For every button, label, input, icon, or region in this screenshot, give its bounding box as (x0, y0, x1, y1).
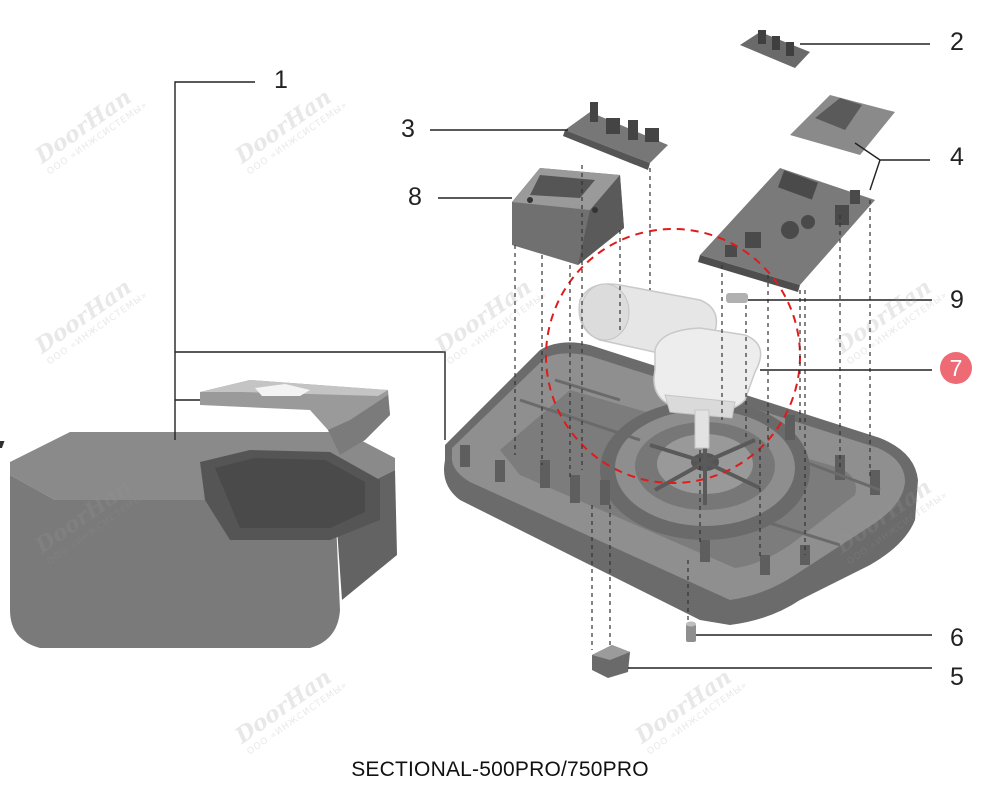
part-6-pin (686, 621, 696, 642)
callout-7-highlighted: 7 (940, 352, 972, 384)
part-8-transformer (512, 168, 624, 265)
part-7-gearbox (653, 327, 762, 449)
part-9-pin (726, 293, 748, 303)
callout-8: 8 (408, 183, 422, 211)
callout-9: 9 (950, 286, 964, 314)
callout-5: 5 (950, 663, 964, 691)
part-1-housing-cover (0, 432, 397, 648)
assembly-guides (514, 165, 871, 650)
part-4-control-boards (698, 95, 895, 292)
callout-6: 6 (950, 624, 964, 652)
callout-4: 4 (950, 143, 964, 171)
part-1-lid (200, 380, 390, 455)
callout-1: 1 (274, 66, 288, 94)
base-plate (444, 342, 918, 625)
callout-2: 2 (950, 28, 964, 56)
callout-3: 3 (401, 115, 415, 143)
diagram-caption: SECTIONAL-500PRO/750PRO (351, 758, 649, 781)
part-3-board (563, 102, 668, 170)
part-2-board (740, 30, 810, 68)
leader-lines (174, 43, 932, 669)
part-5-bracket (592, 645, 630, 678)
